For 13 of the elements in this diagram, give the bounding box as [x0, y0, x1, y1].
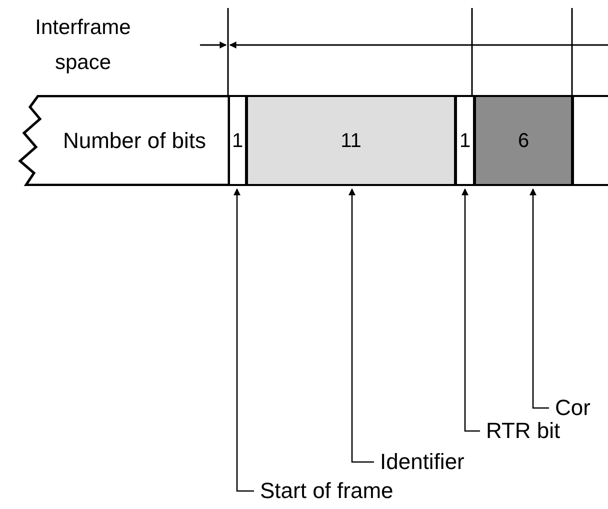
- leader-line: [530, 188, 549, 409]
- dimension-label: Interframe space: [34, 15, 132, 76]
- leader-line: [462, 188, 480, 432]
- row-heading: Number of bits: [62, 126, 208, 154]
- leader-line: [234, 188, 254, 492]
- bit-field-cell: 6: [474, 95, 573, 186]
- callout-label: Identifier: [380, 448, 464, 476]
- bit-field-cell: 1: [455, 95, 475, 186]
- leader-line: [348, 188, 374, 463]
- bit-field-cell: 1: [228, 95, 247, 186]
- callout-label: Start of frame: [260, 476, 394, 506]
- bit-field-cell: 11: [246, 95, 456, 186]
- empty-cell: [572, 95, 608, 186]
